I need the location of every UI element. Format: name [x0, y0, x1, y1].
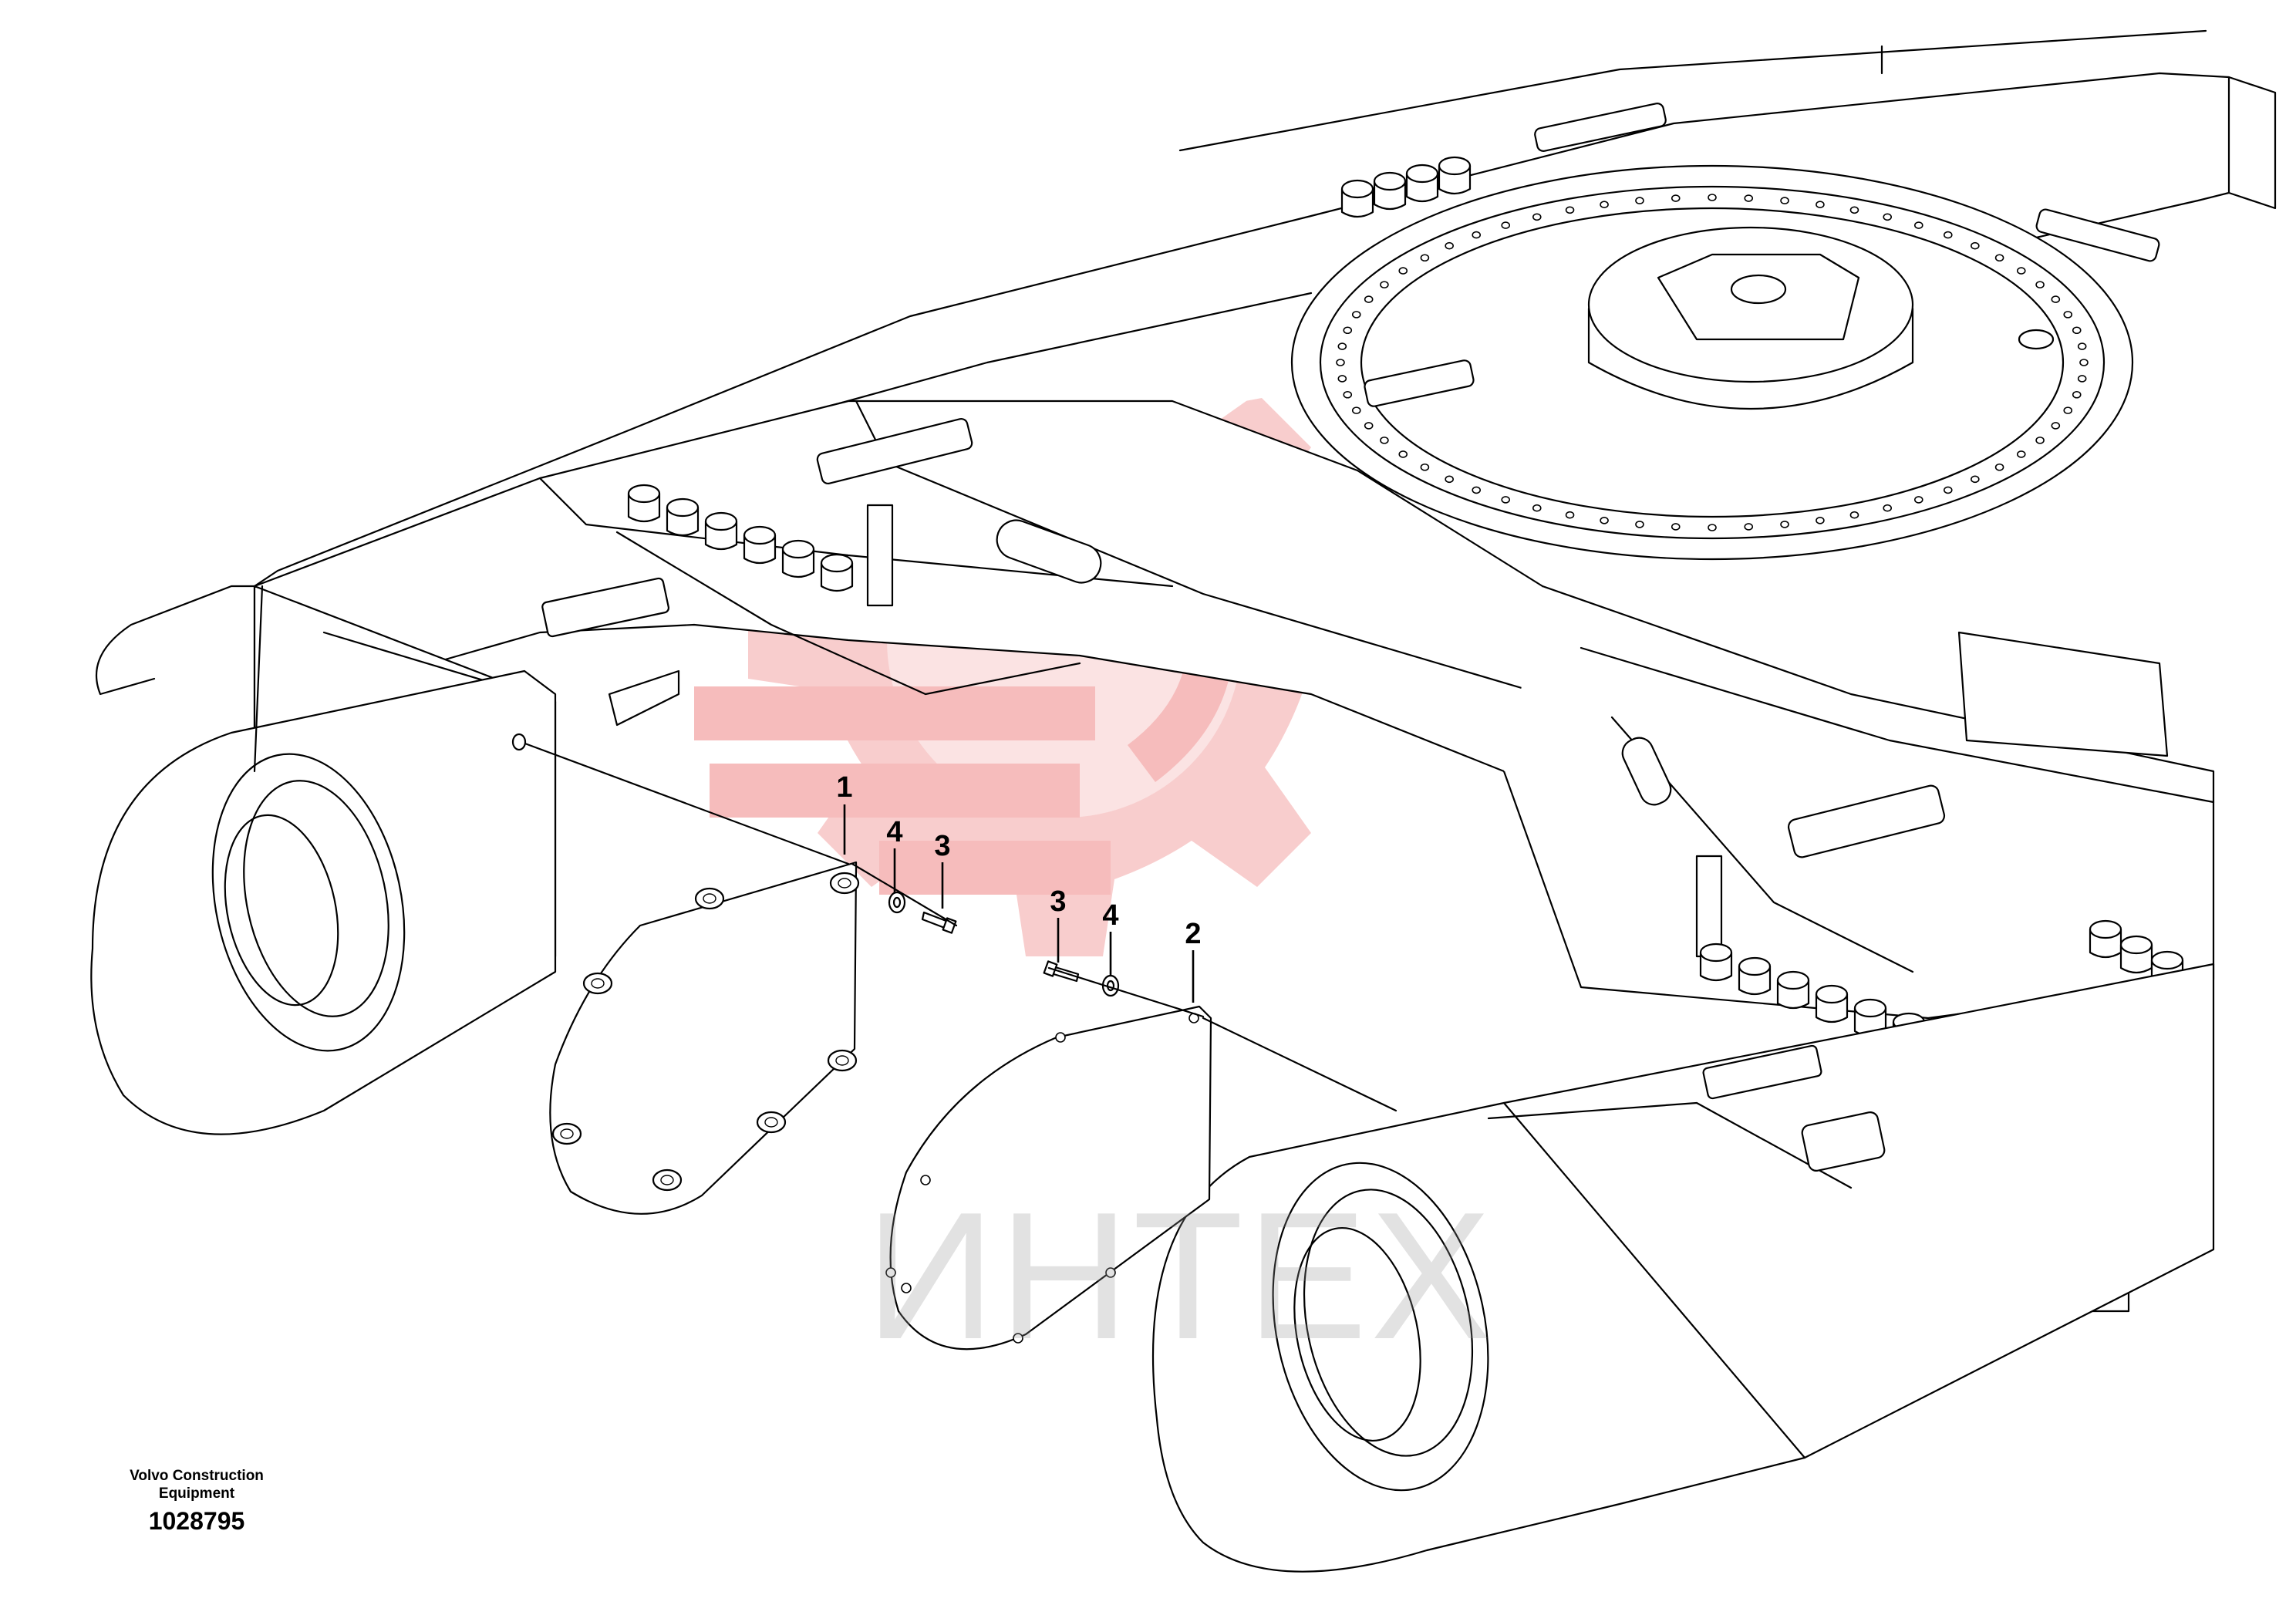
- callout-3-left: 3: [934, 830, 951, 862]
- callout-1: 1: [836, 771, 853, 804]
- watermark-text: ИНТЕХ: [865, 1174, 1495, 1377]
- callout-2: 2: [1185, 918, 1202, 950]
- turntable-bolt-ring: [1336, 194, 2089, 531]
- drawing-credit: Volvo Construction Equipment 1028795: [116, 1467, 278, 1536]
- cover-plate-1: [549, 861, 860, 1215]
- callout-4-left: 4: [886, 816, 903, 848]
- manufacturer-line-2: Equipment: [158, 1485, 235, 1502]
- callout-4-right: 4: [1102, 899, 1119, 932]
- drawing-number: 1028795: [148, 1507, 245, 1535]
- washer-4-left: [888, 891, 906, 914]
- assembly-lines: [511, 733, 1397, 1112]
- screw-3-left: [921, 911, 957, 934]
- callout-3-right: 3: [1050, 885, 1067, 918]
- manufacturer-line-1: Volvo Construction: [130, 1468, 264, 1484]
- undercarriage-frame: [90, 29, 2277, 1573]
- cover-plate-2: [885, 1005, 1212, 1351]
